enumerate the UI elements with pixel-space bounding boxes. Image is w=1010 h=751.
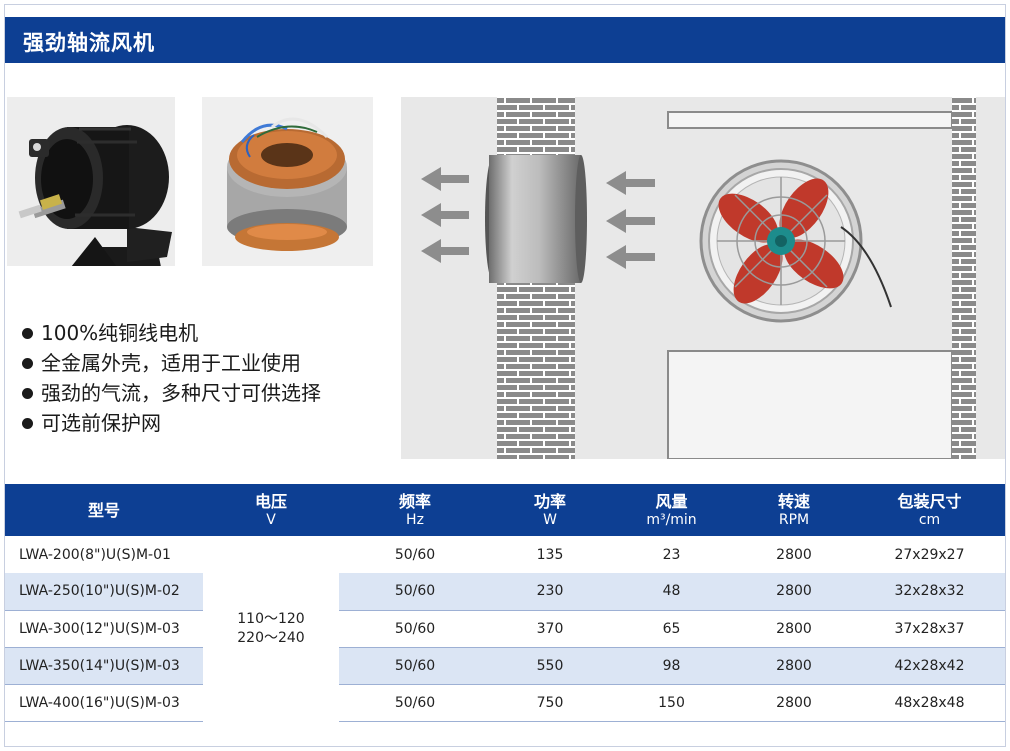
airflow-arrows-left	[421, 167, 469, 263]
cell-airflow: 150	[609, 684, 734, 722]
cell-size: 42x28x42	[854, 647, 1005, 685]
copper-stator-image	[202, 97, 373, 266]
cell-model: LWA-200(8")U(S)M-01	[19, 546, 171, 563]
installation-diagram	[401, 97, 1005, 459]
airflow-arrows-right	[606, 171, 655, 269]
cell-frequency: 50/60	[394, 546, 436, 563]
cell-size: 32x28x32	[854, 573, 1005, 611]
feature-list: 100%纯铜线电机 全金属外壳，适用于工业使用 强劲的气流，多种尺寸可供选择 可…	[22, 318, 321, 438]
cell-model: LWA-350(14")U(S)M-03	[5, 647, 203, 685]
cell-rpm: 2800	[734, 573, 854, 611]
bullet-icon	[22, 327, 33, 339]
table-row: LWA-300(12")U(S)M-03 50/60 370 65 2800 3…	[5, 610, 1005, 648]
bullet-icon	[22, 417, 33, 429]
fan-blades	[718, 178, 844, 304]
cell-rpm: 2800	[734, 610, 854, 648]
cell-size: 27x29x27	[894, 546, 965, 563]
motor-photo	[7, 97, 175, 266]
wall-fan-diagram	[401, 97, 1005, 459]
feature-text: 可选前保护网	[41, 411, 161, 435]
title-bar: 强劲轴流风机	[5, 17, 1005, 63]
table-row: LWA-200(8")U(S)M-01 110～120 220～240 50/60…	[5, 536, 1005, 721]
cell-airflow: 98	[609, 647, 734, 685]
stator-photo	[202, 97, 373, 266]
cell-rpm: 2800	[734, 684, 854, 722]
cell-airflow: 48	[609, 573, 734, 611]
col-header-model: 型号	[5, 484, 203, 536]
bullet-icon	[22, 387, 33, 399]
brick-wall-right	[952, 97, 976, 459]
feature-item: 100%纯铜线电机	[22, 318, 321, 348]
cell-power: 550	[491, 647, 609, 685]
cell-power: 750	[491, 684, 609, 722]
table-row: LWA-400(16")U(S)M-03 50/60 750 150 2800 …	[5, 684, 1005, 722]
cell-power: 230	[491, 573, 609, 611]
feature-text: 全金属外壳，适用于工业使用	[41, 351, 301, 375]
cell-model: LWA-400(16")U(S)M-03	[5, 684, 203, 722]
voltage-range-2: 220～240	[237, 629, 305, 646]
cell-rpm: 2800	[776, 546, 812, 563]
cell-power: 135	[536, 546, 564, 563]
bullet-icon	[22, 357, 33, 369]
cell-size: 37x28x37	[854, 610, 1005, 648]
cell-airflow: 65	[609, 610, 734, 648]
feature-item: 可选前保护网	[22, 408, 321, 438]
motor-image	[7, 97, 175, 266]
feature-item: 强劲的气流，多种尺寸可供选择	[22, 378, 321, 408]
table-row: LWA-350(14")U(S)M-03 50/60 550 98 2800 4…	[5, 647, 1005, 685]
cell-frequency: 50/60	[339, 610, 491, 648]
cell-airflow: 23	[662, 546, 681, 563]
cell-size: 48x28x48	[854, 684, 1005, 722]
cell-model: LWA-250(10")U(S)M-02	[5, 573, 203, 611]
voltage-range-1: 110～120	[237, 610, 305, 627]
feature-item: 全金属外壳，适用于工业使用	[22, 348, 321, 378]
feature-text: 100%纯铜线电机	[41, 321, 199, 345]
cell-frequency: 50/60	[339, 647, 491, 685]
cell-frequency: 50/60	[339, 684, 491, 722]
feature-text: 强劲的气流，多种尺寸可供选择	[41, 381, 321, 405]
cell-voltage: 110～120 220～240	[203, 536, 339, 721]
table-row: LWA-250(10")U(S)M-02 50/60 230 48 2800 3…	[5, 573, 1005, 611]
page-frame	[4, 4, 1006, 747]
cell-model: LWA-300(12")U(S)M-03	[5, 610, 203, 648]
cell-frequency: 50/60	[339, 573, 491, 611]
cell-rpm: 2800	[734, 647, 854, 685]
page-title: 强劲轴流风机	[23, 31, 155, 55]
cell-power: 370	[491, 610, 609, 648]
